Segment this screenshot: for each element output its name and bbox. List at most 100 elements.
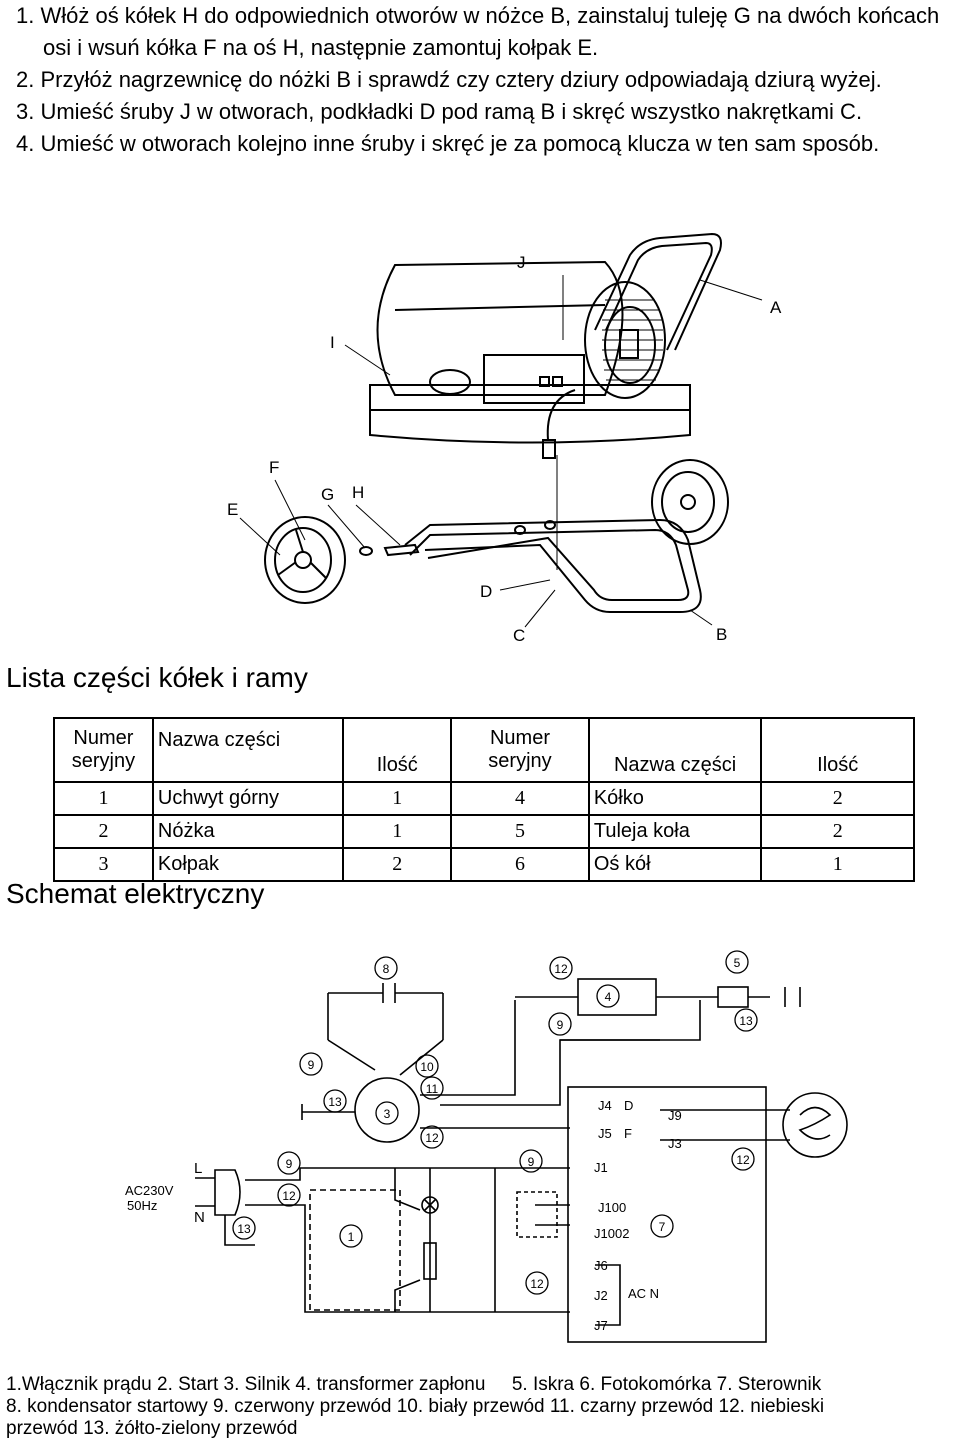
capacitor (327, 983, 444, 1076)
table-row: 1 Uchwyt górny 1 4 Kółko 2 (53, 781, 915, 816)
row-num: 4 (450, 781, 590, 816)
circle-label: 12 (282, 1189, 296, 1203)
power-plug (195, 1167, 570, 1313)
instruction-3: 3. Umieść śruby J w otworach, podkładki … (16, 99, 863, 124)
parts-table: Numer seryjny Nazwa części Ilość Numer s… (53, 717, 915, 882)
instruction-1: 1. Włóż oś kółek H do odpowiednich otwor… (16, 3, 940, 60)
axle-sleeve (359, 543, 420, 557)
circle-label: 12 (554, 962, 568, 976)
circle-label: 9 (557, 1018, 564, 1032)
label-i: I (330, 333, 335, 352)
pin-j4-d: D (624, 1098, 633, 1113)
circle-label: 8 (383, 962, 390, 976)
row-qty: 1 (760, 847, 915, 882)
pin-j3: J3 (668, 1136, 682, 1151)
header-num: Numer seryjny (53, 717, 154, 783)
wiring-diagram: AC230V 50Hz L N J4 D J5 F J9 J3 J1 J100 … (125, 950, 848, 1343)
circle-label: 5 (734, 956, 741, 970)
assembly-instructions: 1. Włóż oś kółek H do odpowiednich otwor… (8, 0, 953, 160)
row-name: Kołpak (151, 847, 345, 882)
row-name: Oś kół (587, 847, 763, 882)
power-switch (309, 1189, 401, 1311)
supply-voltage: AC230V (125, 1183, 174, 1198)
circle-label: 4 (605, 990, 612, 1004)
header-name: Nazwa części (151, 717, 345, 783)
label-h: H (352, 483, 364, 502)
pin-j4: J4 (598, 1098, 612, 1113)
heater-body (369, 260, 691, 459)
header-num: Numer seryjny (450, 717, 590, 783)
assembly-drawing: A B C D E F G H I J (227, 232, 782, 645)
pin-ac-n: AC N (628, 1286, 659, 1301)
controller (567, 1086, 767, 1343)
label-f: F (269, 458, 279, 477)
line-label: L (194, 1160, 202, 1177)
legend-line-3: przewód 13. żółto-zielony przewód (6, 1418, 298, 1439)
wiring-legend: 1.Włącznik prądu 2. Start 3. Silnik 4. t… (6, 1374, 956, 1440)
pin-j1002: J1002 (594, 1226, 629, 1241)
table-row: 3 Kołpak 2 6 Oś kół 1 (53, 847, 915, 882)
circle-label: 9 (286, 1157, 293, 1171)
circle-label: 12 (425, 1131, 439, 1145)
instruction-4: 4. Umieść w otworach kolejno inne śruby … (16, 131, 880, 156)
pin-j5: J5 (598, 1126, 612, 1141)
row-name: Nóżka (151, 814, 345, 849)
header-qty: Ilość (760, 717, 915, 783)
schema-title: Schemat elektryczny (6, 878, 265, 909)
label-e: E (227, 500, 238, 519)
circle-label: 12 (736, 1153, 750, 1167)
row-num: 6 (450, 847, 590, 882)
circle-label: 1 (348, 1230, 355, 1244)
pin-j5-f: F (624, 1126, 632, 1141)
handle (594, 232, 722, 351)
row-name: Kółko (587, 781, 763, 816)
table-header: Numer seryjny Nazwa części Ilość Numer s… (53, 717, 915, 783)
table-row: 2 Nóżka 1 5 Tuleja koła 2 (53, 814, 915, 849)
circle-label: 9 (308, 1058, 315, 1072)
label-j: J (517, 253, 526, 272)
header-name: Nazwa części (587, 717, 763, 783)
label-c: C (513, 626, 525, 645)
neutral-label: N (194, 1209, 205, 1226)
row-qty: 1 (342, 814, 453, 849)
row-qty: 2 (342, 847, 453, 882)
circle-label: 11 (426, 1082, 439, 1096)
pin-j100: J100 (598, 1200, 626, 1215)
row-qty: 1 (342, 781, 453, 816)
row-num: 2 (53, 814, 154, 849)
supply-frequency: 50Hz (127, 1198, 157, 1213)
wheel-left (264, 516, 346, 604)
row-qty: 2 (760, 814, 915, 849)
instruction-2: 2. Przyłóż nagrzewnicę do nóżki B i spra… (16, 67, 882, 92)
photocell (782, 1092, 848, 1158)
row-num: 3 (53, 847, 154, 882)
row-name: Uchwyt górny (151, 781, 345, 816)
row-num: 1 (53, 781, 154, 816)
legend-line-1: 1.Włącznik prądu 2. Start 3. Silnik 4. t… (6, 1374, 822, 1395)
pin-j9: J9 (668, 1108, 682, 1123)
legend-line-2: 8. kondensator startowy 9. czerwony prze… (6, 1396, 825, 1417)
header-qty: Ilość (342, 717, 453, 783)
spark-plug (700, 986, 801, 1008)
label-a: A (770, 298, 782, 317)
row-name: Tuleja koła (587, 814, 763, 849)
label-g: G (321, 485, 334, 504)
parts-title: Lista części kółek i ramy (6, 662, 308, 693)
circle-label: 9 (528, 1155, 535, 1169)
label-b: B (716, 625, 727, 644)
circle-label: 13 (237, 1222, 251, 1236)
circle-label: 10 (420, 1060, 434, 1074)
pin-j6: J6 (594, 1258, 608, 1273)
frame (404, 518, 702, 613)
motor (354, 1077, 420, 1143)
pin-j1: J1 (594, 1160, 608, 1175)
ignition-transformer (577, 978, 657, 1016)
circle-label: 12 (530, 1277, 544, 1291)
circle-label: 13 (328, 1095, 342, 1109)
circle-label: 3 (384, 1107, 391, 1121)
circle-label: 13 (739, 1014, 753, 1028)
row-num: 5 (450, 814, 590, 849)
label-d: D (480, 582, 492, 601)
circle-label: 7 (659, 1220, 666, 1234)
pin-j2: J2 (594, 1288, 608, 1303)
